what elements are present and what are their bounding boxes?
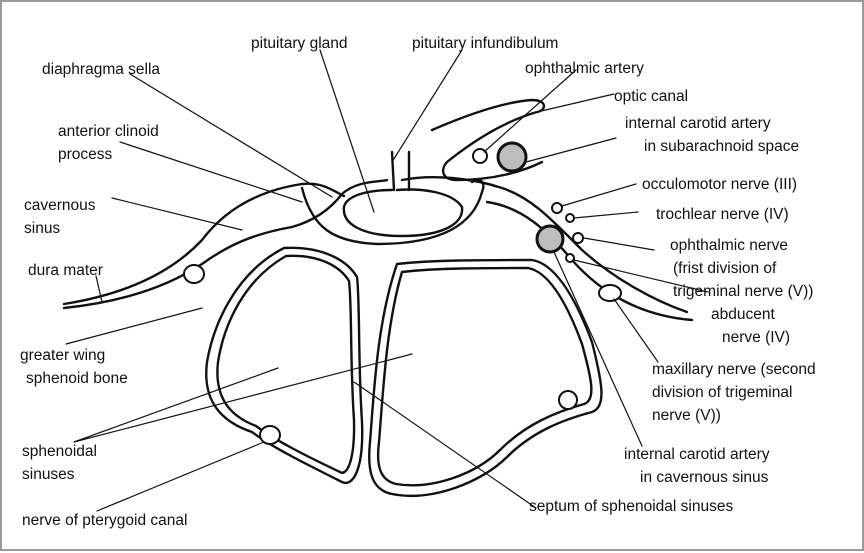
label-anterior-clinoid-1: anterior clinoid <box>58 123 159 140</box>
label-sphenoidal-sinuses-2: sinuses <box>22 466 75 483</box>
maxillary-nerve-ellipse <box>599 285 621 301</box>
label-sphenoidal-sinuses-1: sphenoidal <box>22 443 97 460</box>
label-ophthalmic-nerve-1: ophthalmic nerve <box>670 237 788 254</box>
maxillary-nerve-circle <box>559 391 577 409</box>
left-sphenoidal-sinus <box>206 248 362 483</box>
label-greater-wing-2: sphenoid bone <box>26 370 128 387</box>
label-abducent-1: abducent <box>711 306 775 323</box>
label-ica-subarachnoid-1: internal carotid artery <box>625 115 771 132</box>
label-ica-cavernous-2: in cavernous sinus <box>640 469 769 486</box>
occulomotor-nerve-circle <box>552 203 562 213</box>
label-occulomotor-nerve: occulomotor nerve (III) <box>642 176 797 193</box>
label-ophthalmic-nerve-2: (frist division of <box>673 260 777 277</box>
internal-carotid-cavernous <box>537 226 563 252</box>
internal-carotid-subarachnoid <box>498 143 526 171</box>
pterygoid-canal-nerve <box>260 426 280 444</box>
optic-canal-outline <box>432 100 544 180</box>
right-sphenoidal-sinus-inner <box>378 268 591 485</box>
label-cavernous-sinus-2: sinus <box>24 220 60 237</box>
label-anterior-clinoid-2: process <box>58 146 113 163</box>
label-diaphragma-sella: diaphragma sella <box>42 61 160 78</box>
label-pituitary-infundibulum: pituitary infundibulum <box>412 35 558 52</box>
label-maxillary-3: nerve (V)) <box>652 407 721 424</box>
trochlear-nerve-circle <box>566 214 574 222</box>
label-ophthalmic-nerve-3: trigeminal nerve (V)) <box>673 283 813 300</box>
anatomy-drawing <box>64 100 692 496</box>
label-ica-subarachnoid-2: in subarachnoid space <box>644 138 799 155</box>
label-pituitary-gland: pituitary gland <box>251 35 348 52</box>
label-abducent-2: nerve (IV) <box>722 329 790 346</box>
label-maxillary-2: division of trigeminal <box>652 384 792 401</box>
ophthalmic-nerve-circle <box>573 233 583 243</box>
leader-lines <box>66 50 708 511</box>
right-sphenoidal-sinus <box>369 260 601 496</box>
label-dura-mater: dura mater <box>28 262 103 279</box>
dura-mater-outline <box>64 180 387 308</box>
label-cavernous-sinus-1: cavernous <box>24 197 96 214</box>
label-pterygoid-nerve: nerve of pterygoid canal <box>22 512 187 529</box>
nerve-dura-left <box>184 265 204 283</box>
pituitary-gland-outline <box>344 190 462 236</box>
label-greater-wing-1: greater wing <box>20 347 105 364</box>
label-maxillary-1: maxillary nerve (second <box>652 361 816 378</box>
label-optic-canal: optic canal <box>614 88 688 105</box>
label-ophthalmic-artery: ophthalmic artery <box>525 60 644 77</box>
label-ica-cavernous-1: internal carotid artery <box>624 446 770 463</box>
label-trochlear-nerve: trochlear nerve (IV) <box>656 206 789 223</box>
abducent-nerve-circle <box>566 254 574 262</box>
label-septum: septum of sphenoidal sinuses <box>529 498 733 515</box>
